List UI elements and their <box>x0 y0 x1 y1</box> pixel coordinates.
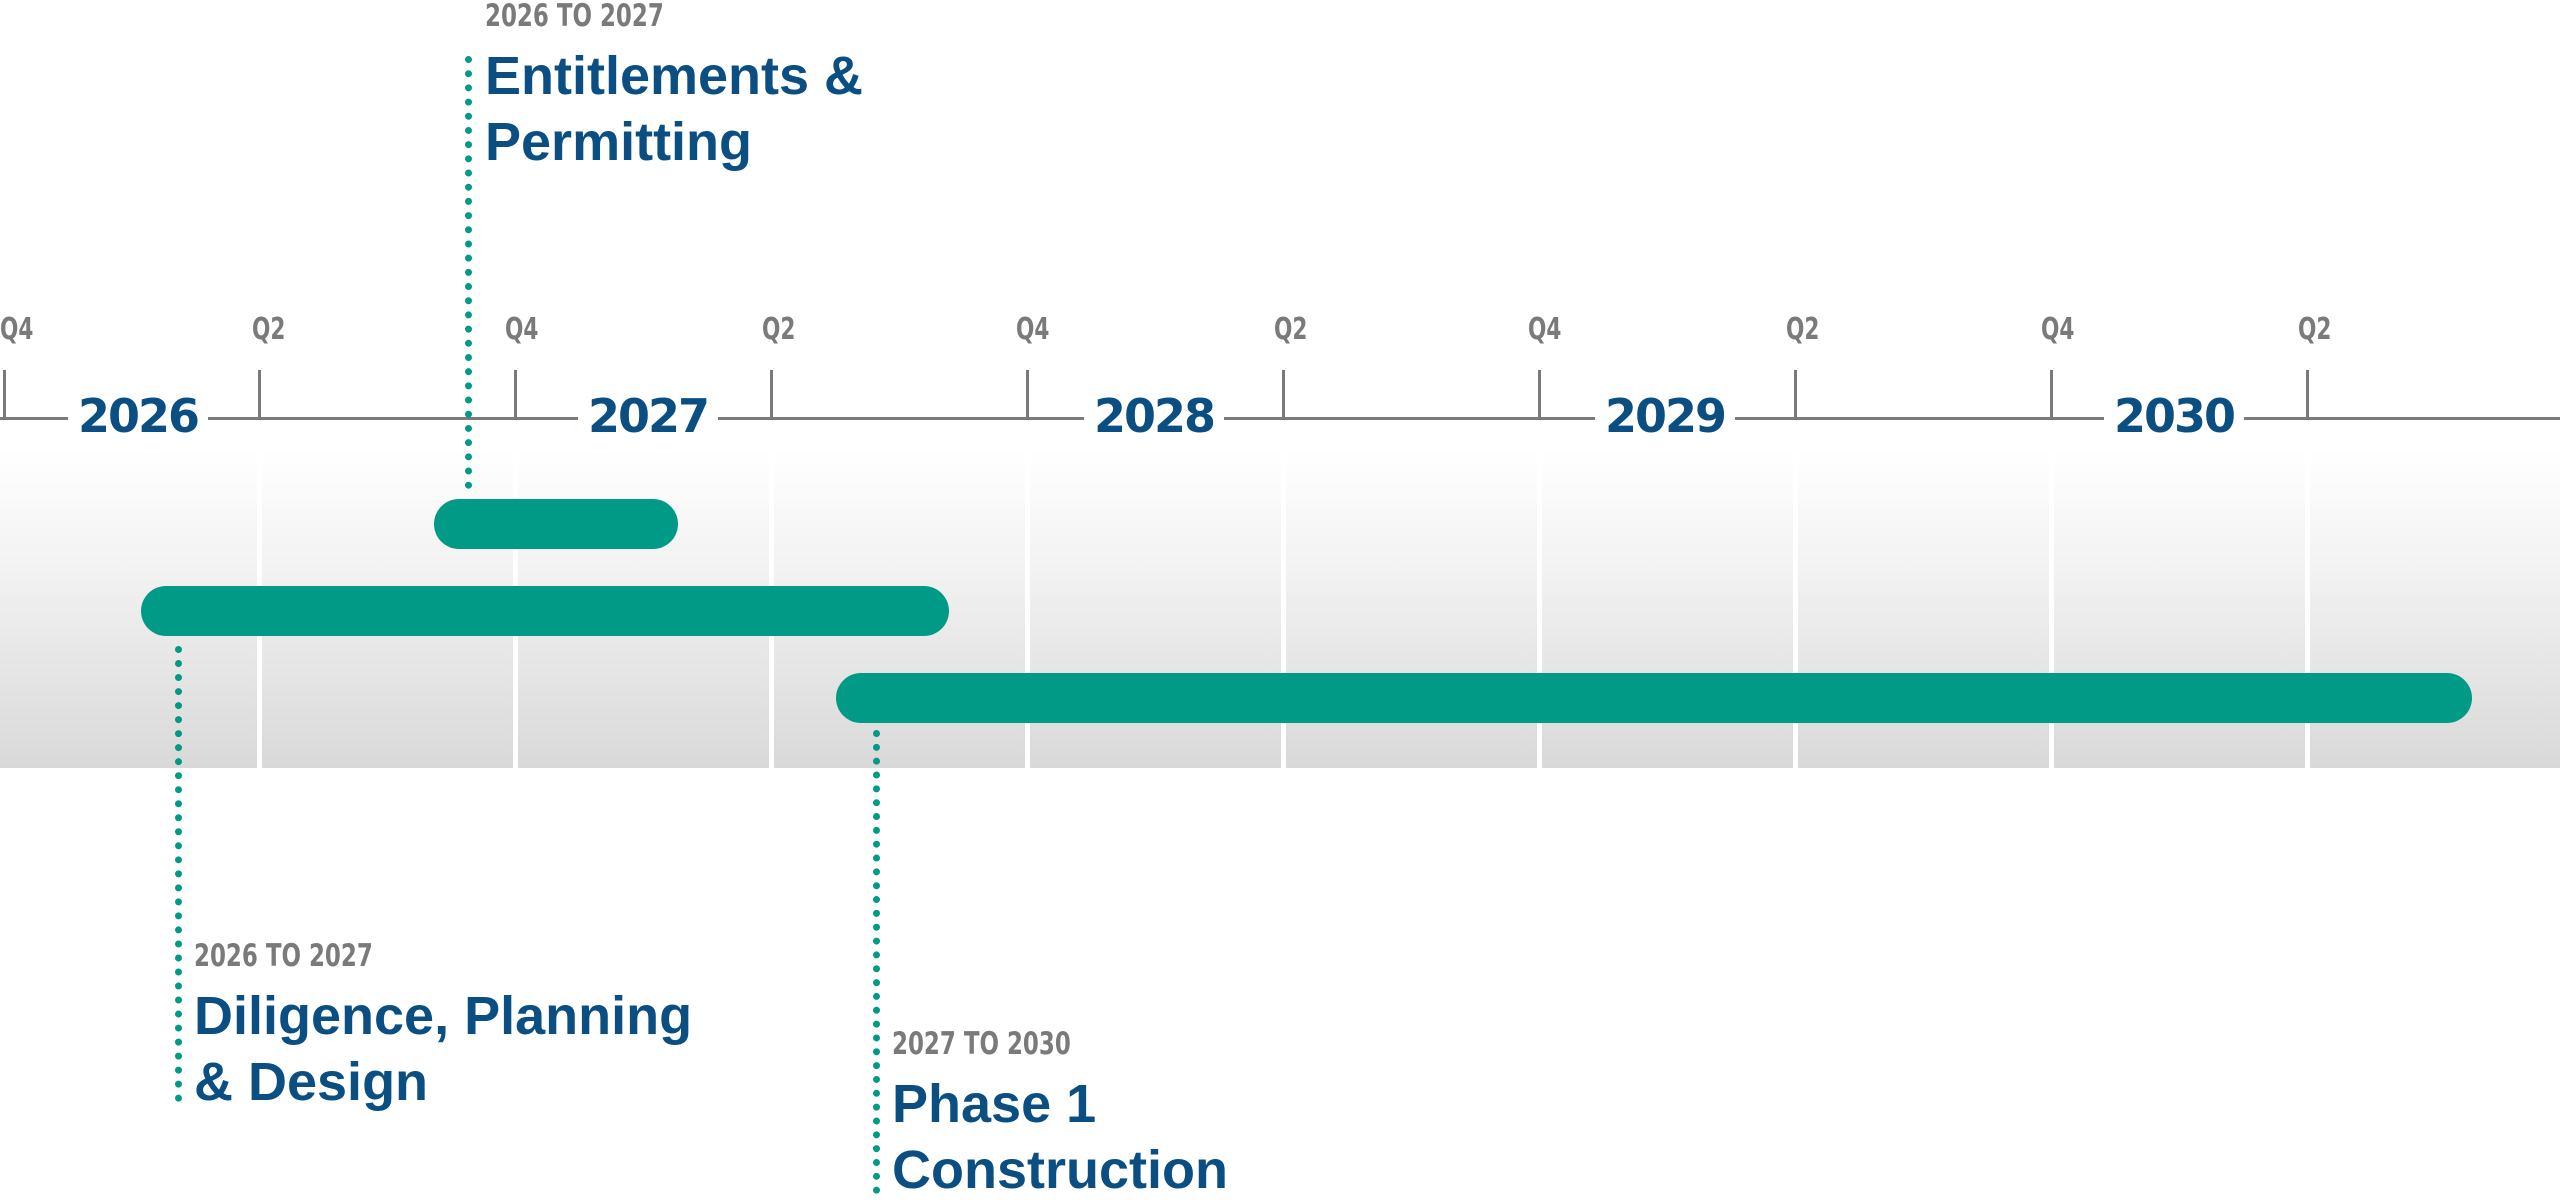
year-label: 2028 <box>1083 386 1225 446</box>
phase-title: Diligence, Planning & Design <box>194 983 692 1115</box>
column-separator <box>2049 450 2054 768</box>
quarter-label: Q2 <box>252 312 286 347</box>
axis-tick <box>1026 370 1029 418</box>
year-label: 2029 <box>1594 386 1736 446</box>
year-label: 2030 <box>2103 386 2245 446</box>
phase-range: 2026 TO 2027 <box>485 0 664 34</box>
phase-title-line: Entitlements & <box>485 46 864 106</box>
timeline-axis <box>0 417 2560 420</box>
phase-title-line: Diligence, Planning <box>194 986 693 1046</box>
quarter-label: Q2 <box>1274 312 1308 347</box>
axis-tick <box>2050 370 2053 418</box>
column-separator <box>1281 450 1286 768</box>
year-label: 2026 <box>67 386 209 446</box>
year-label: 2027 <box>577 386 719 446</box>
bar-diligence-planning-design <box>141 586 949 636</box>
phase-range: 2027 TO 2030 <box>892 1026 1071 1062</box>
phase-title: Phase 1 Construction <box>892 1071 1228 1203</box>
column-separator <box>1025 450 1030 768</box>
axis-tick <box>258 370 261 418</box>
quarter-label: Q4 <box>1528 312 1562 347</box>
quarter-label: Q2 <box>1786 312 1820 347</box>
quarter-label: Q4 <box>0 312 34 347</box>
quarter-label: Q2 <box>2298 312 2332 347</box>
axis-tick <box>770 370 773 418</box>
bar-entitlements-permitting <box>434 499 678 549</box>
phase-title-line: Construction <box>892 1140 1228 1200</box>
phase-range: 2026 TO 2027 <box>194 938 373 974</box>
bar-phase-1-construction <box>836 673 2472 723</box>
phase-title-line: & Design <box>194 1052 429 1112</box>
column-separator <box>2305 450 2310 768</box>
axis-tick <box>2306 370 2309 418</box>
leader-line-entitlements <box>465 56 472 489</box>
phase-title-line: Phase 1 <box>892 1074 1097 1134</box>
phase-title: Entitlements & Permitting <box>485 43 863 175</box>
axis-tick <box>1538 370 1541 418</box>
axis-tick <box>3 370 6 418</box>
leader-line-diligence <box>175 646 182 1102</box>
quarter-label: Q4 <box>505 312 539 347</box>
phase-title-line: Permitting <box>485 112 753 172</box>
quarter-label: Q4 <box>1016 312 1050 347</box>
axis-tick <box>1794 370 1797 418</box>
quarter-label: Q2 <box>762 312 796 347</box>
quarter-label: Q4 <box>2041 312 2075 347</box>
column-separator <box>1793 450 1798 768</box>
axis-tick <box>1282 370 1285 418</box>
leader-line-construction <box>873 730 880 1194</box>
column-separator <box>1537 450 1542 768</box>
axis-tick <box>514 370 517 418</box>
